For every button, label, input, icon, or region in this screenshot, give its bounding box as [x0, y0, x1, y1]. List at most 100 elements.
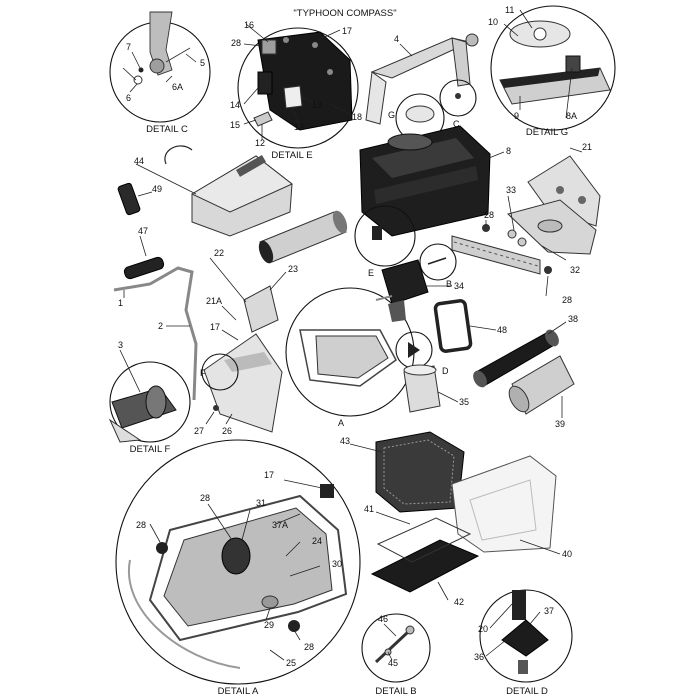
part-28-detail-e: 28	[231, 38, 241, 48]
cover-23	[243, 285, 279, 333]
power-supply-44	[164, 145, 293, 237]
part-28-right-2: 28	[562, 295, 572, 305]
part-42: 42	[454, 597, 464, 607]
part-25: 25	[286, 658, 296, 668]
part-28-detail-a-1: 28	[200, 493, 210, 503]
part-17-low: 17	[264, 470, 274, 480]
part-28-right-1: 28	[484, 210, 494, 220]
callout-c: C	[453, 119, 460, 129]
part-15: 15	[230, 120, 240, 130]
detail-e-cap	[261, 39, 277, 55]
detail-b-circle	[361, 613, 431, 683]
part-18: 18	[352, 112, 362, 122]
brush-cylinder	[258, 210, 348, 264]
part-28-detail-a-2: 28	[136, 520, 146, 530]
part-2: 2	[158, 321, 163, 331]
callout-e: E	[368, 268, 374, 278]
bottom-tray-42	[370, 517, 480, 593]
part-12: 12	[255, 138, 265, 148]
label-detail-g: DETAIL G	[526, 127, 568, 138]
part-40: 40	[562, 549, 572, 559]
callout-f-circle	[201, 353, 239, 391]
callout-d: D	[442, 366, 449, 376]
part-13: 13	[294, 122, 304, 132]
part-6a: 6A	[172, 82, 183, 92]
part-41: 41	[364, 504, 374, 514]
part-44: 44	[134, 156, 144, 166]
side-plate-26	[203, 333, 283, 433]
detail-f-group	[108, 361, 191, 443]
callout-b-circle	[419, 243, 457, 281]
part-9: 9	[514, 111, 519, 121]
detail-d-group	[479, 589, 573, 683]
part-10: 10	[488, 17, 498, 27]
detail-b-group	[361, 613, 431, 683]
part-26: 26	[222, 426, 232, 436]
part-5: 5	[200, 58, 205, 68]
part-24: 24	[312, 536, 322, 546]
label-detail-e: DETAIL E	[271, 150, 312, 161]
label-detail-b: DETAIL B	[375, 686, 416, 697]
detail-e-leaders	[243, 23, 351, 140]
brush-39	[508, 355, 575, 415]
detail-c-group	[109, 11, 211, 123]
part-37: 37	[544, 606, 554, 616]
cable-2	[113, 266, 198, 401]
part-36: 36	[474, 652, 484, 662]
diagram-title: "TYPHOON COMPASS"	[293, 8, 396, 19]
roller-47	[123, 256, 165, 280]
detail-a-group	[115, 439, 361, 685]
part-1: 1	[118, 298, 123, 308]
part-49: 49	[152, 184, 162, 194]
part-35: 35	[459, 397, 469, 407]
detail-c-leaders	[122, 51, 197, 93]
part-21a: 21A	[206, 296, 222, 306]
label-detail-a: DETAIL A	[218, 686, 259, 697]
part-34: 34	[454, 281, 464, 291]
label-detail-d: DETAIL D	[506, 686, 548, 697]
main-body	[359, 125, 491, 237]
detail-a-track	[148, 494, 348, 642]
part-23: 23	[288, 264, 298, 274]
callout-c-circle	[439, 79, 477, 117]
part-8a: 8A	[566, 111, 577, 121]
detail-e-circle	[237, 27, 359, 149]
part-39: 39	[555, 419, 565, 429]
filter-basket-43	[375, 431, 465, 513]
detail-e-group	[237, 27, 359, 149]
filter-cover-40	[451, 455, 557, 553]
remote-49	[117, 182, 141, 216]
motor-34	[375, 259, 429, 322]
part-19: 19	[312, 100, 322, 110]
part-30: 30	[332, 559, 342, 569]
detail-e-housing	[257, 31, 353, 131]
part-21: 21	[582, 142, 592, 152]
part-38: 38	[568, 314, 578, 324]
label-detail-f: DETAIL F	[130, 444, 171, 455]
part-17-mid: 17	[210, 322, 220, 332]
part-28-detail-a-3: 28	[304, 642, 314, 652]
part-20: 20	[478, 624, 488, 634]
detail-f-circle	[109, 361, 191, 443]
callout-b: B	[446, 279, 452, 289]
part-11: 11	[505, 5, 514, 15]
callout-g: G	[388, 110, 395, 120]
roller-38	[473, 329, 559, 388]
part-43: 43	[340, 436, 350, 446]
part-17-top: 17	[342, 26, 352, 36]
part-6: 6	[126, 93, 131, 103]
detail-e-clip	[283, 85, 303, 109]
detail-a-circle	[115, 439, 361, 685]
part-48: 48	[497, 325, 507, 335]
callout-e-circle	[354, 205, 416, 267]
callout-a-track	[299, 329, 397, 387]
callout-f: F	[200, 368, 206, 378]
part-4: 4	[394, 34, 399, 44]
detail-c-washer	[133, 75, 143, 85]
upper-track-belt	[451, 235, 541, 275]
part-47: 47	[138, 226, 148, 236]
gasket-48	[433, 299, 473, 353]
detail-g-circle	[490, 5, 616, 131]
part-7: 7	[126, 42, 131, 52]
filter-35	[403, 364, 441, 413]
